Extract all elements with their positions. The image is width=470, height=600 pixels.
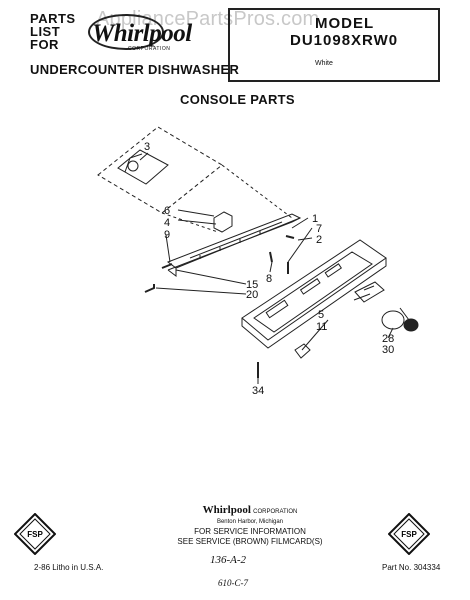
brand-logo: Whirlpool (92, 20, 192, 47)
callout-11: 11 (316, 321, 327, 333)
callout-6: 6 (164, 205, 170, 217)
parts-list-line-1: PARTS (30, 11, 76, 26)
callout-5: 5 (318, 309, 324, 321)
callout-3: 3 (144, 141, 150, 153)
part-3-bracket (117, 149, 169, 185)
callout-15: 15 (246, 279, 258, 291)
corporation-block: Whirlpool CORPORATION Benton Harbor, Mic… (170, 505, 330, 547)
exploded-parts-diagram: 3 6 4 9 1 7 2 8 15 20 5 11 28 30 34 (97, 126, 419, 397)
callout-1: 1 (312, 213, 318, 225)
part-number: Part No. 304334 (382, 563, 441, 572)
callout-30: 30 (382, 344, 394, 356)
footer-corp-suffix: CORPORATION (253, 509, 298, 515)
handwritten-filmcard: 136-A-2 (210, 554, 247, 566)
part-3-dashed-box (97, 126, 223, 214)
callout-34: 34 (252, 385, 264, 397)
product-type: UNDERCOUNTER DISHWASHER (30, 62, 240, 77)
fsp-badge-left: FSP (14, 513, 56, 555)
callout-8: 8 (266, 273, 272, 285)
callout-4: 4 (164, 217, 170, 229)
brand-logo-ring (88, 14, 164, 50)
fsp-badge-right: FSP (388, 513, 430, 555)
callout-28: 28 (382, 333, 394, 345)
service-line-1: FOR SERVICE INFORMATION (194, 527, 306, 536)
model-box (228, 8, 440, 82)
callout-20: 20 (246, 289, 258, 301)
footer-brand: Whirlpool (202, 504, 251, 516)
parts-list-line-3: FOR (30, 37, 59, 52)
callout-7: 7 (316, 223, 322, 235)
part-3-detail (124, 153, 143, 173)
service-line-2: SEE SERVICE (BROWN) FILMCARD(S) (177, 537, 323, 546)
parts-list-label: PARTS LIST FOR (30, 12, 76, 51)
part-11-latch (294, 343, 311, 359)
model-label: MODEL (315, 15, 375, 32)
knob-30 (403, 318, 419, 332)
callout-9: 9 (164, 229, 170, 241)
part-3-knob (127, 160, 139, 172)
model-number: DU1098XRW0 (290, 32, 399, 49)
part-4-clip (213, 211, 233, 233)
callout-2: 2 (316, 234, 322, 246)
handwritten-code: 610-C-7 (218, 578, 248, 588)
litho-note: 2-86 Litho in U.S.A. (34, 563, 104, 572)
model-color: White (315, 60, 333, 67)
footer-city: Benton Harbor, Michigan (216, 519, 284, 525)
knob-28 (381, 310, 405, 330)
brand-corporation: CORPORATION (128, 46, 171, 52)
parts-list-line-2: LIST (30, 24, 61, 39)
fsp-badge-left-text: FSP (27, 530, 43, 539)
fsp-badge-right-text: FSP (401, 530, 417, 539)
section-title: CONSOLE PARTS (180, 92, 295, 107)
